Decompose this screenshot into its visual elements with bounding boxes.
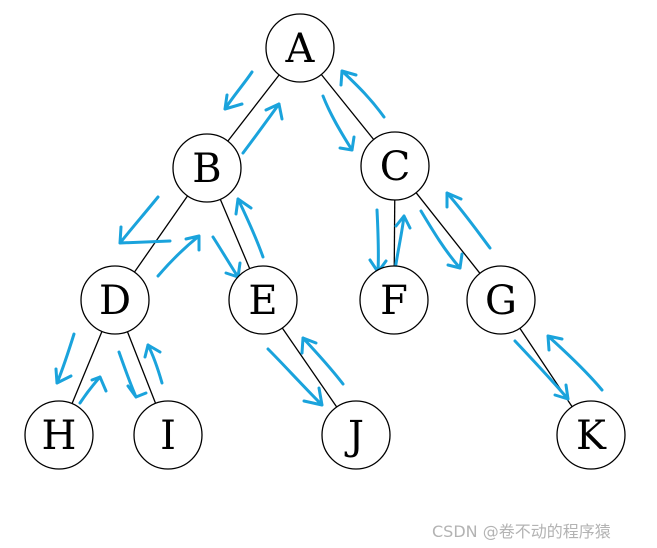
traversal-arrow-B-D-down (118, 195, 172, 245)
traversal-arrows (54, 69, 604, 407)
edge-C-G (415, 192, 481, 274)
tree-node-d: D (80, 265, 150, 335)
traversal-arrow-D-B-up (156, 234, 201, 278)
node-circle-a (265, 13, 335, 83)
traversal-arrow-I-D-up (143, 343, 164, 385)
node-label-d: D (99, 278, 131, 324)
node-circle-j (321, 400, 391, 470)
node-label-a: A (285, 26, 316, 72)
traversal-arrow-D-H-down (54, 332, 76, 385)
tree-nodes: A B C D E F G H I J K (24, 13, 626, 470)
edge-A-B (227, 74, 280, 142)
traversal-arrow-A-B-down (223, 70, 254, 111)
tree-node-h: H (24, 400, 94, 470)
tree-node-i: I (133, 400, 203, 470)
tree-node-e: E (228, 265, 298, 335)
node-circle-b (172, 133, 242, 203)
traversal-arrow-B-E-down (211, 235, 242, 279)
traversal-arrow-J-E-up (300, 336, 345, 386)
traversal-arrow-C-A-up (339, 69, 386, 119)
traversal-arrow-G-K-down (513, 339, 570, 401)
node-label-e: E (248, 278, 277, 324)
node-label-b: B (192, 146, 221, 192)
node-circle-c (360, 131, 430, 201)
node-circle-f (359, 265, 429, 335)
edge-A-C (320, 74, 375, 140)
node-circle-e (228, 265, 298, 335)
node-circle-d (80, 265, 150, 335)
edge-D-H (71, 331, 103, 404)
traversal-arrow-D-I-down (117, 350, 148, 399)
traversal-arrow-H-D-up (78, 375, 108, 405)
traversal-arrow-B-A-up (241, 102, 284, 155)
tree-node-g: G (466, 265, 536, 335)
node-circle-g (466, 265, 536, 335)
traversal-arrow-E-J-down (266, 347, 324, 407)
edge-E-J (281, 327, 338, 408)
traversal-arrow-E-B-up (234, 197, 265, 259)
tree-node-b: B (172, 133, 242, 203)
traversal-arrow-C-F-down (368, 208, 388, 274)
tree-node-a: A (265, 13, 335, 83)
node-circle-k (556, 400, 626, 470)
watermark-text: CSDN @卷不动的程序猿 (432, 522, 611, 541)
node-label-k: K (576, 413, 607, 459)
node-label-i: I (160, 413, 176, 459)
traversal-arrow-G-C-up (445, 191, 492, 250)
edge-B-E (219, 199, 251, 269)
tree-node-k: K (556, 400, 626, 470)
node-label-g: G (485, 278, 517, 324)
node-label-c: C (380, 144, 411, 190)
traversal-arrow-A-C-down (321, 94, 356, 152)
traversal-arrow-K-G-up (546, 334, 604, 392)
tree-node-c: C (360, 131, 430, 201)
tree-node-j: J (321, 400, 391, 470)
traversal-arrow-C-G-down (419, 209, 464, 270)
node-circle-i (133, 400, 203, 470)
node-label-j: J (344, 413, 364, 459)
traversal-arrow-F-C-up (393, 214, 412, 272)
node-circle-h (24, 400, 94, 470)
edge-D-I (126, 331, 157, 404)
node-label-f: F (380, 278, 408, 324)
node-label-h: H (42, 413, 77, 459)
tree-node-f: F (359, 265, 429, 335)
edge-B-D (133, 195, 189, 273)
